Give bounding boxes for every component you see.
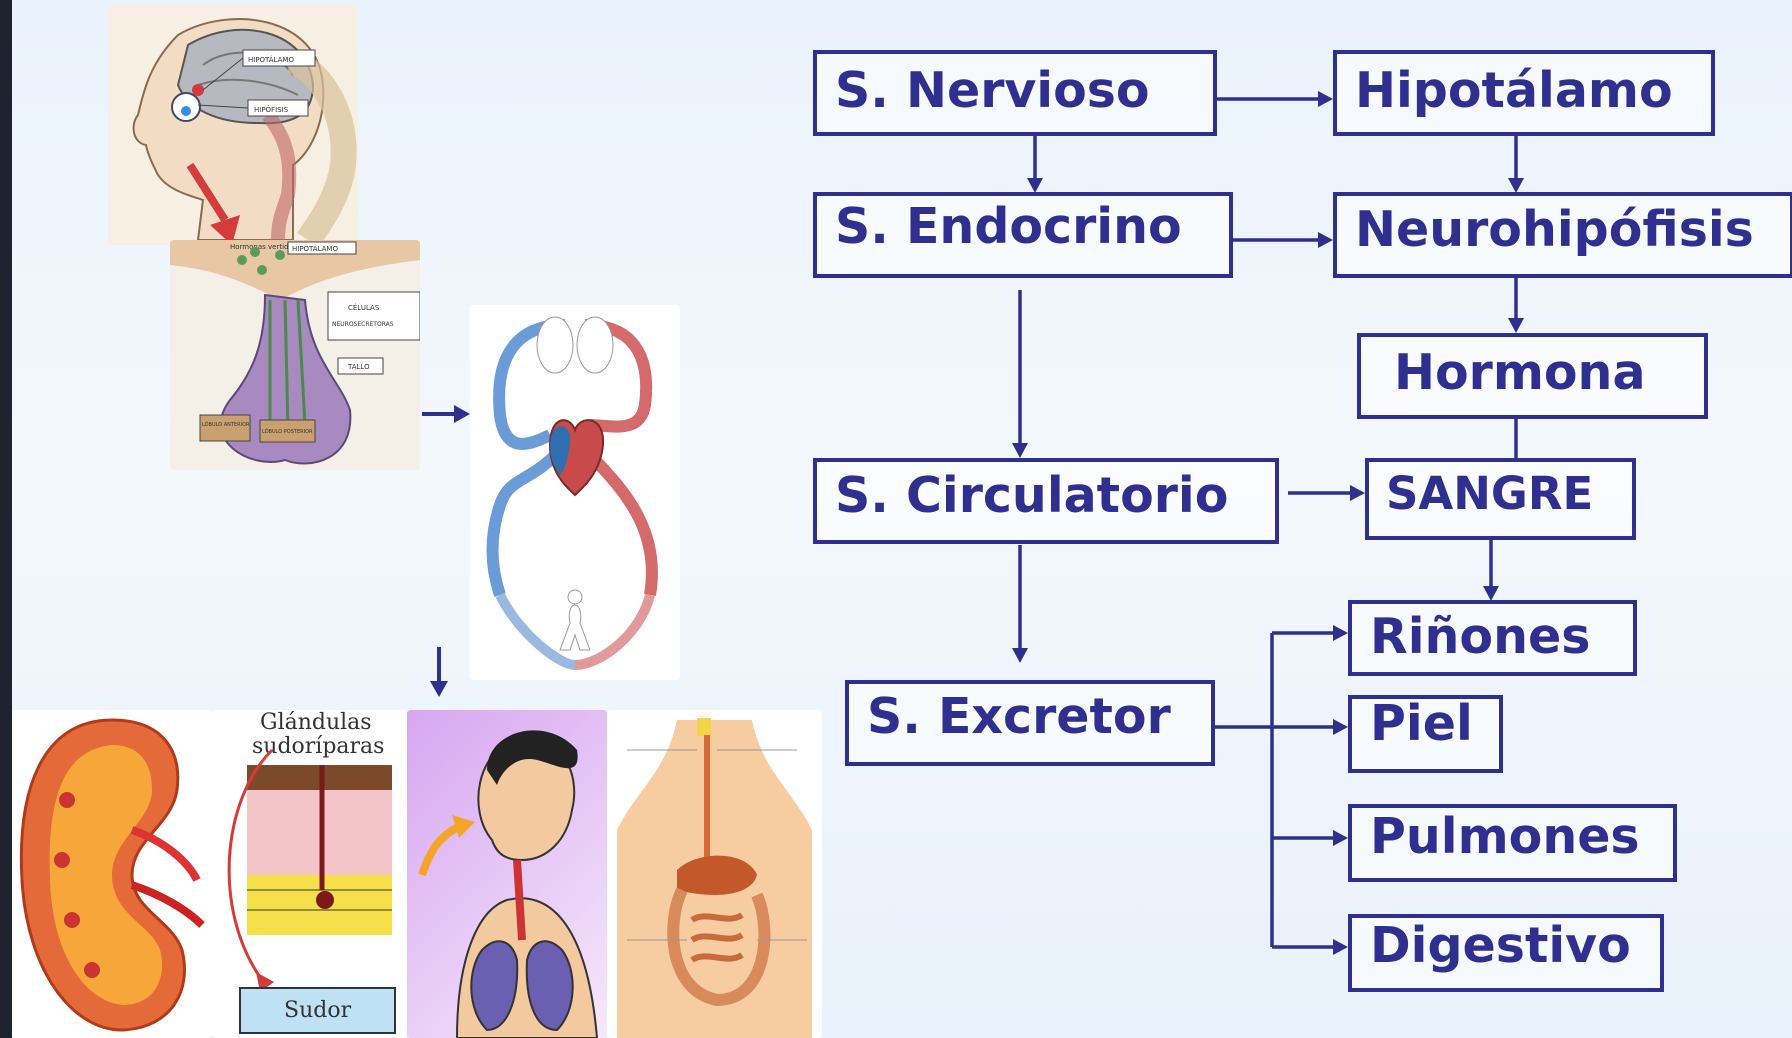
brain-label-hipofisis: HIPÓFISIS — [254, 105, 289, 114]
node-neurohipofisis: Neurohipófisis — [1335, 194, 1792, 276]
pituitary-illustration: Hormonas vertidas a la sangre HIPOTÁLAMO… — [170, 240, 420, 470]
connectors — [1012, 91, 1524, 955]
node-pulmones-label: Pulmones — [1370, 808, 1640, 865]
node-hipotalamo: Hipotálamo — [1335, 52, 1713, 134]
node-sangre: SANGRE — [1367, 460, 1634, 538]
pituitary-label-tallo: TALLO — [347, 363, 370, 371]
sweat-glands-illustration: Glándulas sudoríparas Sudor — [212, 710, 407, 1038]
circulatory-illustration — [470, 305, 680, 680]
node-piel: Piel — [1350, 695, 1501, 771]
kidney-illustration — [12, 710, 212, 1038]
pituitary-label-celulas: CÉLULAS — [348, 303, 380, 312]
node-nervioso: S. Nervioso — [815, 52, 1215, 134]
node-excretor-label: S. Excretor — [867, 688, 1172, 745]
node-hormona-label: Hormona — [1394, 344, 1646, 401]
node-endocrino-label: S. Endocrino — [835, 198, 1182, 255]
pituitary-label-lobulo-posterior: LÓBULO POSTERIOR — [262, 428, 313, 435]
node-nervioso-label: S. Nervioso — [835, 62, 1150, 119]
lungs-illustration — [407, 710, 607, 1038]
node-rinones: Riñones — [1350, 602, 1635, 674]
left-edge-bar — [0, 0, 12, 1038]
node-hormona: Hormona — [1359, 335, 1706, 417]
node-neurohipofisis-label: Neurohipófisis — [1355, 201, 1754, 258]
node-excretor: S. Excretor — [847, 682, 1213, 764]
node-digestivo-label: Digestivo — [1370, 917, 1631, 974]
node-circulatorio-label: S. Circulatorio — [835, 467, 1228, 524]
node-digestivo: Digestivo — [1350, 916, 1662, 990]
digestive-illustration — [607, 710, 822, 1038]
node-rinones-label: Riñones — [1370, 608, 1590, 665]
head-to-pituitary-arrow — [180, 160, 260, 250]
node-pulmones: Pulmones — [1350, 806, 1675, 880]
brain-label-hipotalamo: HIPOTÁLAMO — [248, 55, 294, 64]
node-piel-label: Piel — [1370, 695, 1473, 752]
node-endocrino: S. Endocrino — [815, 194, 1231, 276]
pituitary-label-lobulo-anterior: LÓBULO ANTERIOR — [202, 421, 250, 428]
pituitary-to-circulation-arrow — [420, 400, 472, 430]
pituitary-label-neurosecretoras: NEUROSECRETORAS — [332, 321, 394, 328]
node-hipotalamo-label: Hipotálamo — [1355, 62, 1673, 119]
sweat-label-sudor: Sudor — [284, 998, 351, 1023]
pituitary-label-hipotalamo: HIPOTÁLAMO — [292, 244, 338, 253]
circulation-to-organs-arrow — [425, 645, 455, 700]
node-circulatorio: S. Circulatorio — [815, 460, 1277, 542]
node-sangre-label: SANGRE — [1386, 467, 1593, 520]
